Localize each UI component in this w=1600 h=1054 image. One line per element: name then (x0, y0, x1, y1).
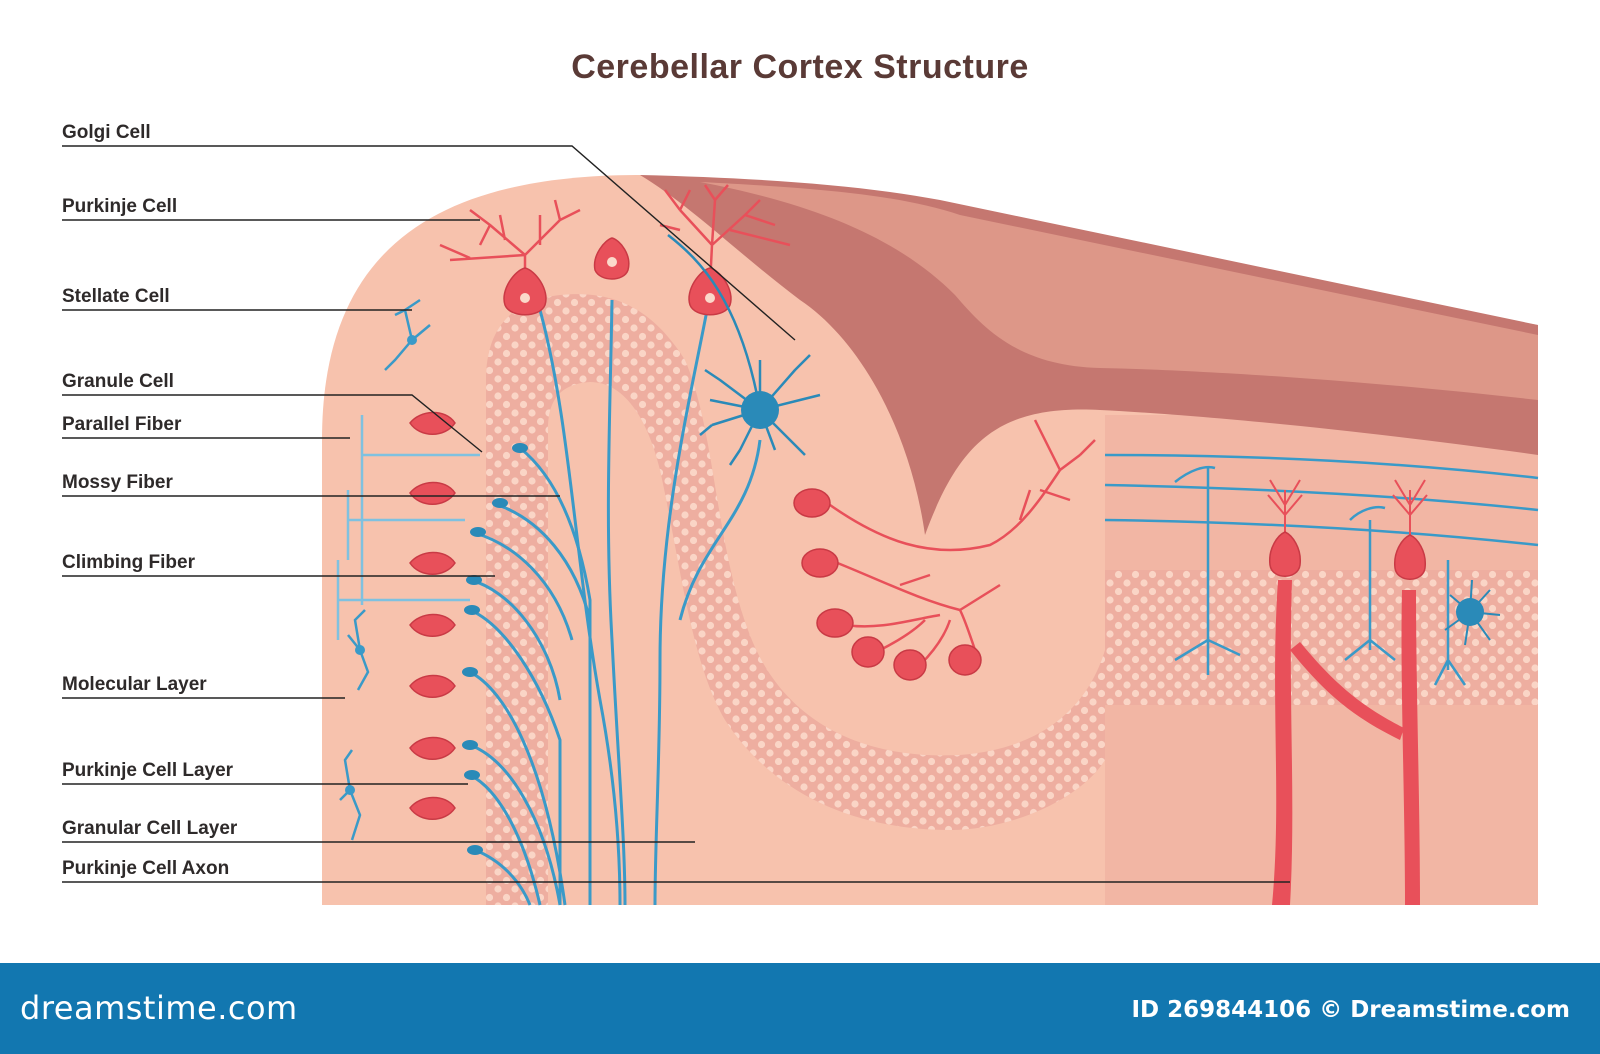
vertical-fibers (538, 299, 762, 906)
stellate-somas (345, 335, 417, 795)
label-golgi-cell: Golgi Cell (62, 122, 151, 143)
label-granule-cell: Granule Cell (62, 371, 174, 392)
right-purkinje-somas (1269, 531, 1426, 580)
leader-lines (62, 145, 1290, 883)
golgi-cell (667, 234, 821, 466)
footer-brand[interactable]: dreamstime.com (20, 989, 298, 1027)
label-stellate-cell: Stellate Cell (62, 286, 170, 307)
parallel-fibers (336, 415, 480, 640)
right-parallel-fibers (1104, 453, 1539, 686)
purkinje-nuclei-top (520, 257, 715, 303)
footer-bar: dreamstime.com ID 269844106 © Dreamstime… (0, 963, 1600, 1054)
label-mossy-fiber: Mossy Fiber (62, 472, 173, 493)
label-purkinje-cell-layer: Purkinje Cell Layer (62, 760, 234, 781)
purkinje-cell-layer-cells (409, 411, 456, 820)
cerebellar-cortex-diagram (62, 145, 1539, 906)
purkinje-cluster-middle (829, 419, 1096, 666)
footer-image-id: ID 269844106 © Dreamstime.com (1131, 997, 1571, 1023)
label-parallel-fiber: Parallel Fiber (62, 414, 182, 435)
surface-layer-mid (700, 182, 1538, 400)
label-purkinje-cell: Purkinje Cell (62, 196, 178, 217)
label-granular-cell-layer: Granular Cell Layer (62, 818, 238, 839)
mossy-rosettes (462, 443, 528, 855)
diagram-title: Cerebellar Cortex Structure (571, 48, 1029, 86)
mossy-fibers (469, 446, 592, 906)
label-molecular-layer: Molecular Layer (62, 674, 207, 695)
purkinje-cluster-somas (793, 488, 982, 681)
label-purkinje-cell-axon: Purkinje Cell Axon (62, 858, 230, 879)
right-purkinje-dendrites (1267, 479, 1428, 545)
label-climbing-fiber: Climbing Fiber (62, 552, 195, 573)
right-purkinje-axons (1272, 580, 1420, 905)
